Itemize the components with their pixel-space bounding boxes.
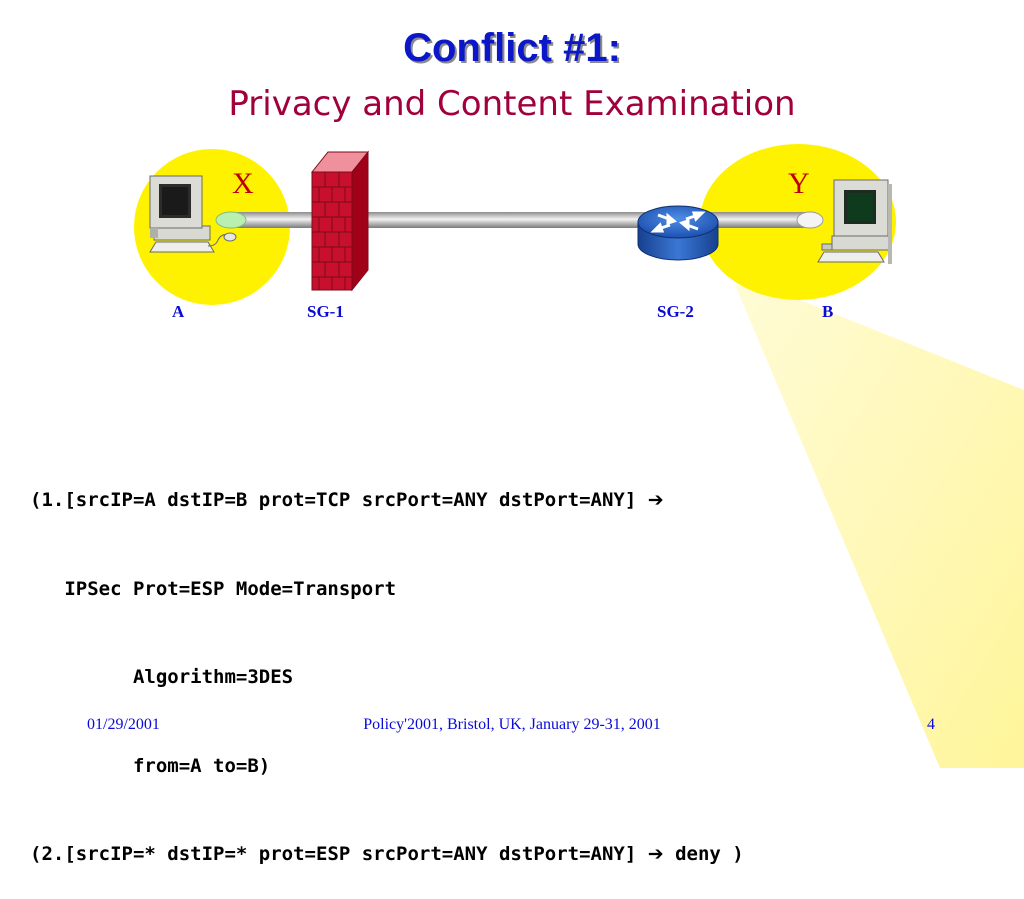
footer-page-number: 4 — [927, 716, 935, 733]
slide-footer: 01/29/2001 Policy'2001, Bristol, UK, Jan… — [0, 716, 1024, 740]
desktop-computer-icon — [149, 175, 237, 253]
rule-1-selector: (1.[srcIP=A dstIP=B prot=TCP srcPort=ANY… — [30, 489, 637, 511]
rule-2-condition: (2.[srcIP=* dstIP=* prot=ESP srcPort=ANY… — [30, 840, 744, 870]
slide-title: Conflict #1: — [403, 26, 621, 70]
yellow-light-beam — [735, 285, 1024, 768]
right-arrow-icon: ➔ — [647, 843, 664, 865]
firewall-icon — [310, 150, 370, 292]
rule-2-action: deny ) — [675, 843, 744, 865]
policy-rules: (1.[srcIP=A dstIP=B prot=TCP srcPort=ANY… — [30, 427, 744, 899]
right-arrow-icon: ➔ — [647, 489, 664, 511]
footer-conference: Policy'2001, Bristol, UK, January 29-31,… — [363, 716, 661, 733]
slide-subtitle: Privacy and Content Examination — [228, 84, 796, 124]
rule-2-selector: (2.[srcIP=* dstIP=* prot=ESP srcPort=ANY… — [30, 843, 637, 865]
node-label-a: A — [172, 302, 185, 321]
zone-x-label: X — [232, 167, 254, 200]
zone-y-label: Y — [788, 167, 810, 200]
rule-1-scope: from=A to=B) — [30, 754, 271, 777]
desktop-computer-icon — [817, 179, 892, 264]
network-diagram: X Y — [134, 144, 896, 321]
node-label-sg1: SG-1 — [307, 302, 344, 321]
router-icon — [637, 205, 719, 261]
node-label-b: B — [822, 302, 833, 321]
footer-date: 01/29/2001 — [87, 716, 160, 733]
rule-1-action: IPSec Prot=ESP Mode=Transport — [30, 577, 397, 600]
connection-pipe — [215, 211, 824, 229]
node-label-sg2: SG-2 — [657, 302, 694, 321]
rule-1-condition: (1.[srcIP=A dstIP=B prot=TCP srcPort=ANY… — [30, 486, 744, 516]
rule-1-algorithm: Algorithm=3DES — [30, 666, 294, 688]
